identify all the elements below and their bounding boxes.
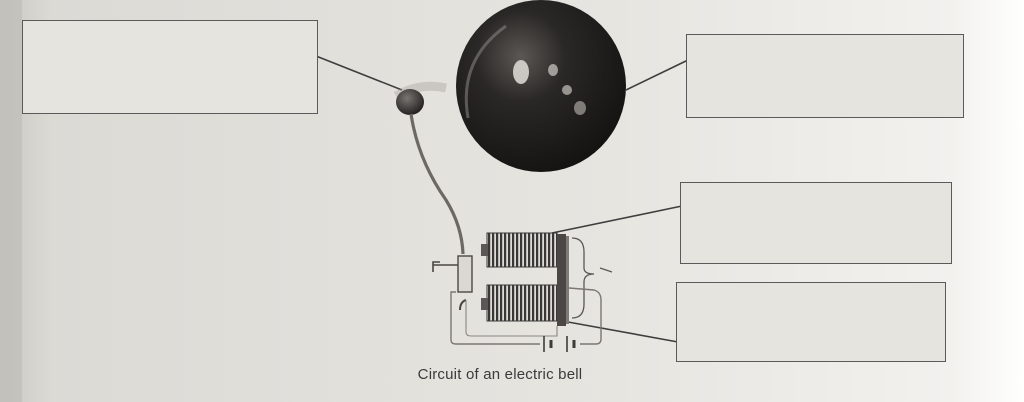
hammer-arm xyxy=(409,113,465,255)
electromagnet-core-top xyxy=(481,244,488,256)
label-box-hammer[interactable] xyxy=(22,20,318,114)
pointer-line-armature xyxy=(567,321,679,343)
pointer-line-coil xyxy=(551,205,683,234)
electromagnet-coil-bottom xyxy=(486,284,558,322)
circuit-wire-inner xyxy=(465,300,558,337)
coil-brace xyxy=(571,237,595,319)
label-box-electromagnet[interactable] xyxy=(680,182,952,264)
pointer-line-hammer xyxy=(315,55,403,91)
electromagnet-core-bottom xyxy=(481,298,488,310)
hammer-head xyxy=(396,89,424,115)
paper-left-shadow xyxy=(0,0,22,402)
brace-tick xyxy=(599,267,613,273)
gong-reflection-4 xyxy=(574,101,586,115)
gong-reflection-1 xyxy=(513,60,529,84)
diagram-caption: Circuit of an electric bell xyxy=(417,366,583,383)
contact-screw xyxy=(432,261,458,272)
electromagnet-coil-top xyxy=(486,232,558,268)
electromagnet-yoke-plate xyxy=(566,236,569,324)
contact-spring xyxy=(459,299,467,311)
gong-reflection-2 xyxy=(548,64,558,76)
gong xyxy=(456,0,626,172)
electromagnet-yoke xyxy=(557,234,566,326)
label-box-armature[interactable] xyxy=(676,282,946,362)
gong-rim-highlight xyxy=(464,24,507,119)
circuit-wire xyxy=(450,287,602,345)
label-box-gong[interactable] xyxy=(686,34,964,118)
gong-reflection-3 xyxy=(562,85,572,95)
armature xyxy=(457,255,473,293)
pointer-line-gong xyxy=(625,59,689,91)
